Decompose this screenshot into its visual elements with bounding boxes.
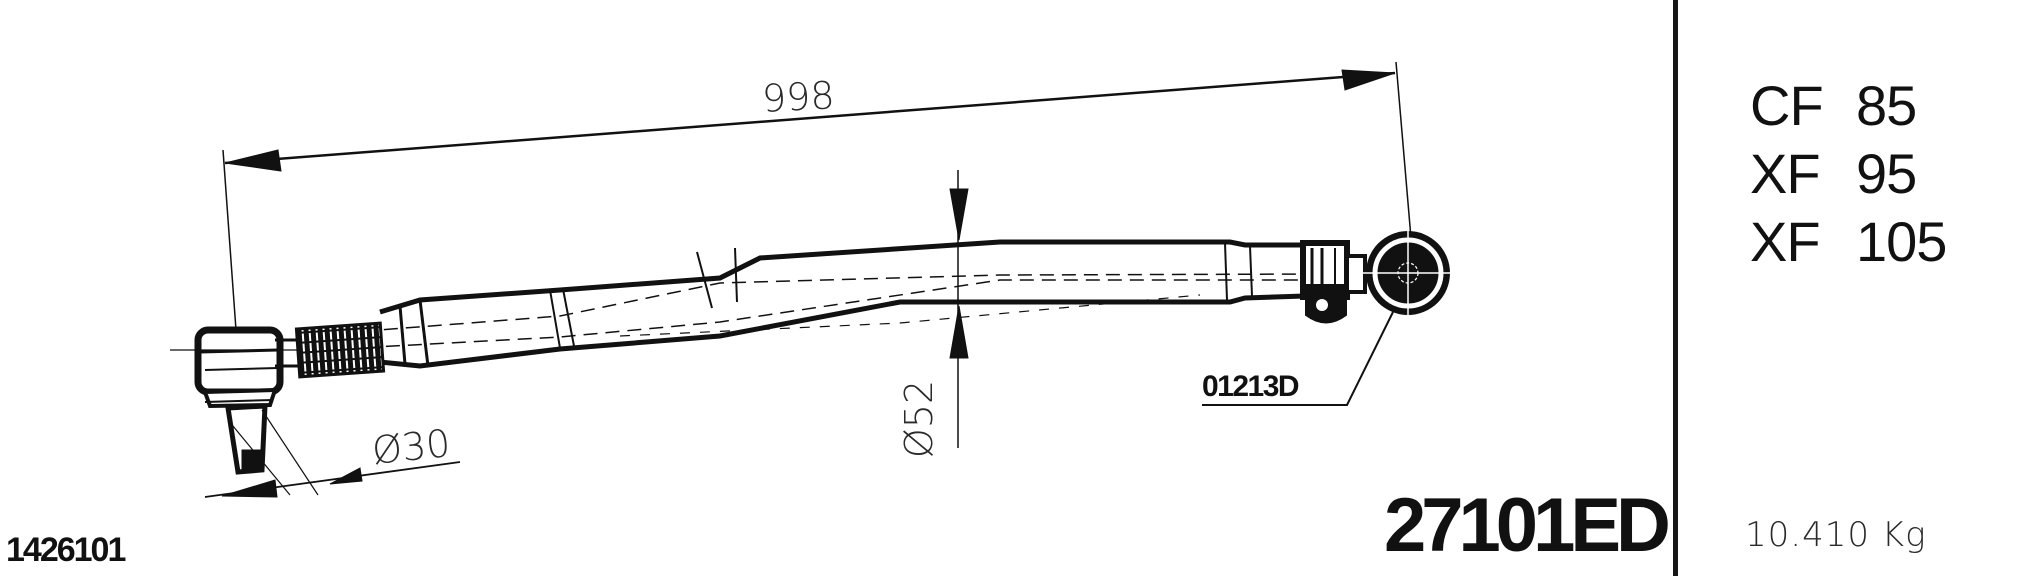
overall-length-label: 998 <box>760 73 836 121</box>
tube-diameter-label: Ø52 <box>897 379 942 459</box>
reference-number: 1426101 <box>6 531 126 569</box>
application-row: XF 105 <box>1750 208 1947 276</box>
weight-label: 10.410 Kg <box>1745 515 1927 555</box>
tie-rod-tube <box>319 239 1331 369</box>
application-series: XF <box>1750 142 1821 205</box>
panel-divider <box>1673 0 1678 576</box>
left-ball-joint <box>170 326 300 475</box>
application-series: CF <box>1750 74 1824 137</box>
application-row: XF 95 <box>1750 140 1946 208</box>
tube-diameter-dimension <box>949 170 969 448</box>
pin-diameter-label: Ø30 <box>369 421 453 473</box>
part-number: 27101ED <box>1384 483 1671 568</box>
right-ball-joint <box>1300 228 1458 324</box>
thread-section <box>294 321 386 379</box>
application-model: 85 <box>1856 74 1917 137</box>
component-leader <box>1202 311 1394 406</box>
vehicle-applications: CF 85 XF 95 XF 105 <box>1750 72 1947 276</box>
length-dimension <box>222 61 1412 331</box>
application-row: CF 85 <box>1750 72 1946 140</box>
application-model: 95 <box>1856 142 1917 205</box>
component-label: 01213D <box>1202 370 1300 403</box>
application-series: XF <box>1750 210 1821 273</box>
pin-diameter-dimension <box>204 409 461 498</box>
application-model: 105 <box>1856 210 1947 273</box>
